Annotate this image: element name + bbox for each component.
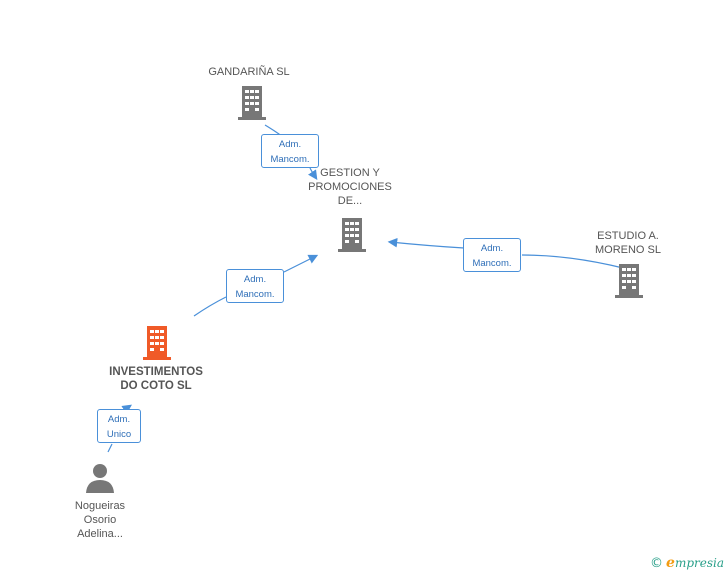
node-label-estudio[interactable]: ESTUDIO A. MORENO SL (594, 230, 661, 256)
node-label-gestion[interactable]: GESTION Y PROMOCIONES DE... (308, 167, 392, 207)
building-icon[interactable] (613, 262, 645, 298)
node-label-person[interactable]: Nogueiras Osorio Adelina... (74, 500, 126, 540)
building-icon[interactable] (336, 216, 368, 252)
edge-label-investimentos-gestion: Adm. Mancom. (226, 269, 284, 303)
copyright-icon: © (650, 556, 664, 571)
brand-name: mpresia (674, 556, 724, 570)
node-label-investimentos[interactable]: INVESTIMENTOS DO COTO SL (109, 366, 203, 392)
brand-initial: e (666, 555, 675, 571)
building-icon-main[interactable] (141, 324, 173, 360)
edge-investimentos-gestion (193, 256, 316, 317)
building-icon[interactable] (236, 84, 268, 120)
person-icon[interactable] (84, 462, 116, 494)
edge-label-person-investimentos: Adm. Unico (97, 409, 141, 443)
edge-estudio-gestion (390, 242, 624, 269)
node-label-gandarina[interactable]: GANDARIÑA SL (208, 66, 290, 78)
edge-label-estudio-gestion: Adm. Mancom. (463, 238, 521, 272)
brand-logo: ©empresia (650, 555, 724, 571)
edge-label-gandarina-gestion: Adm. Mancom. (261, 134, 319, 168)
